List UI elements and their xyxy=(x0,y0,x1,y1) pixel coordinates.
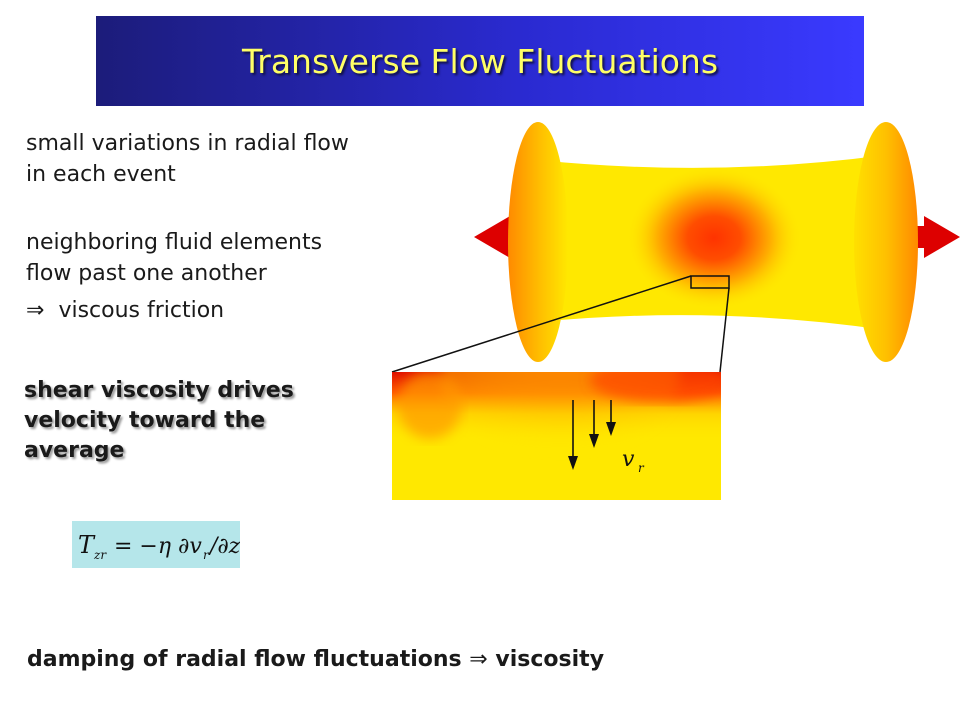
right-arrow-icon xyxy=(906,216,960,258)
velocity-arrows xyxy=(568,400,616,470)
slide-title: Transverse Flow Fluctuations xyxy=(241,41,719,81)
viscous-friction-text: viscous friction xyxy=(58,298,225,323)
hot-spot xyxy=(626,166,802,310)
point-2-line-2: flow past one another xyxy=(26,261,267,286)
formula-tail: /∂z xyxy=(208,534,240,559)
conclusion-lead: damping of radial flow fluctuations xyxy=(27,647,462,672)
emphasis-statement: shear viscosity drives velocity toward t… xyxy=(24,376,294,466)
emphasis-line-1: shear viscosity drives xyxy=(24,378,294,403)
right-disk xyxy=(854,122,918,362)
title-banner: Transverse Flow Fluctuations xyxy=(96,16,864,106)
point-2-line-1: neighboring fluid elements xyxy=(26,230,323,255)
zoom-line-right xyxy=(719,287,730,373)
emphasis-line-2: velocity toward the xyxy=(24,408,266,433)
point-2: neighboring fluid elements flow past one… xyxy=(26,227,322,289)
formula-T: T xyxy=(78,531,96,559)
velocity-label-sub: r xyxy=(638,461,645,475)
point-1-line-1: small variations in radial flow xyxy=(26,131,349,156)
zoom-line-left xyxy=(391,275,692,373)
point-1: small variations in radial flow in each … xyxy=(26,128,349,190)
implies-icon: ⇒ xyxy=(469,647,488,672)
formula-v-subscript: r xyxy=(203,548,210,562)
point-3: ⇒ viscous friction xyxy=(26,295,224,326)
zoom-panel xyxy=(392,372,721,500)
emphasis-line-3: average xyxy=(24,438,125,463)
formula-svg: T zr = −η ∂v r /∂z xyxy=(78,531,241,562)
implies-icon: ⇒ xyxy=(26,298,45,323)
zoom-region-marker xyxy=(690,275,730,289)
conclusion: damping of radial flow fluctuations ⇒ vi… xyxy=(27,647,604,672)
point-1-line-2: in each event xyxy=(26,162,176,187)
formula-subscript: zr xyxy=(93,548,107,562)
conclusion-tail: viscosity xyxy=(495,647,605,672)
left-disk xyxy=(508,122,568,362)
formula-box: T zr = −η ∂v r /∂z xyxy=(72,521,241,568)
formula-body: = −η ∂v xyxy=(114,534,202,559)
velocity-label-v: v xyxy=(622,447,635,472)
